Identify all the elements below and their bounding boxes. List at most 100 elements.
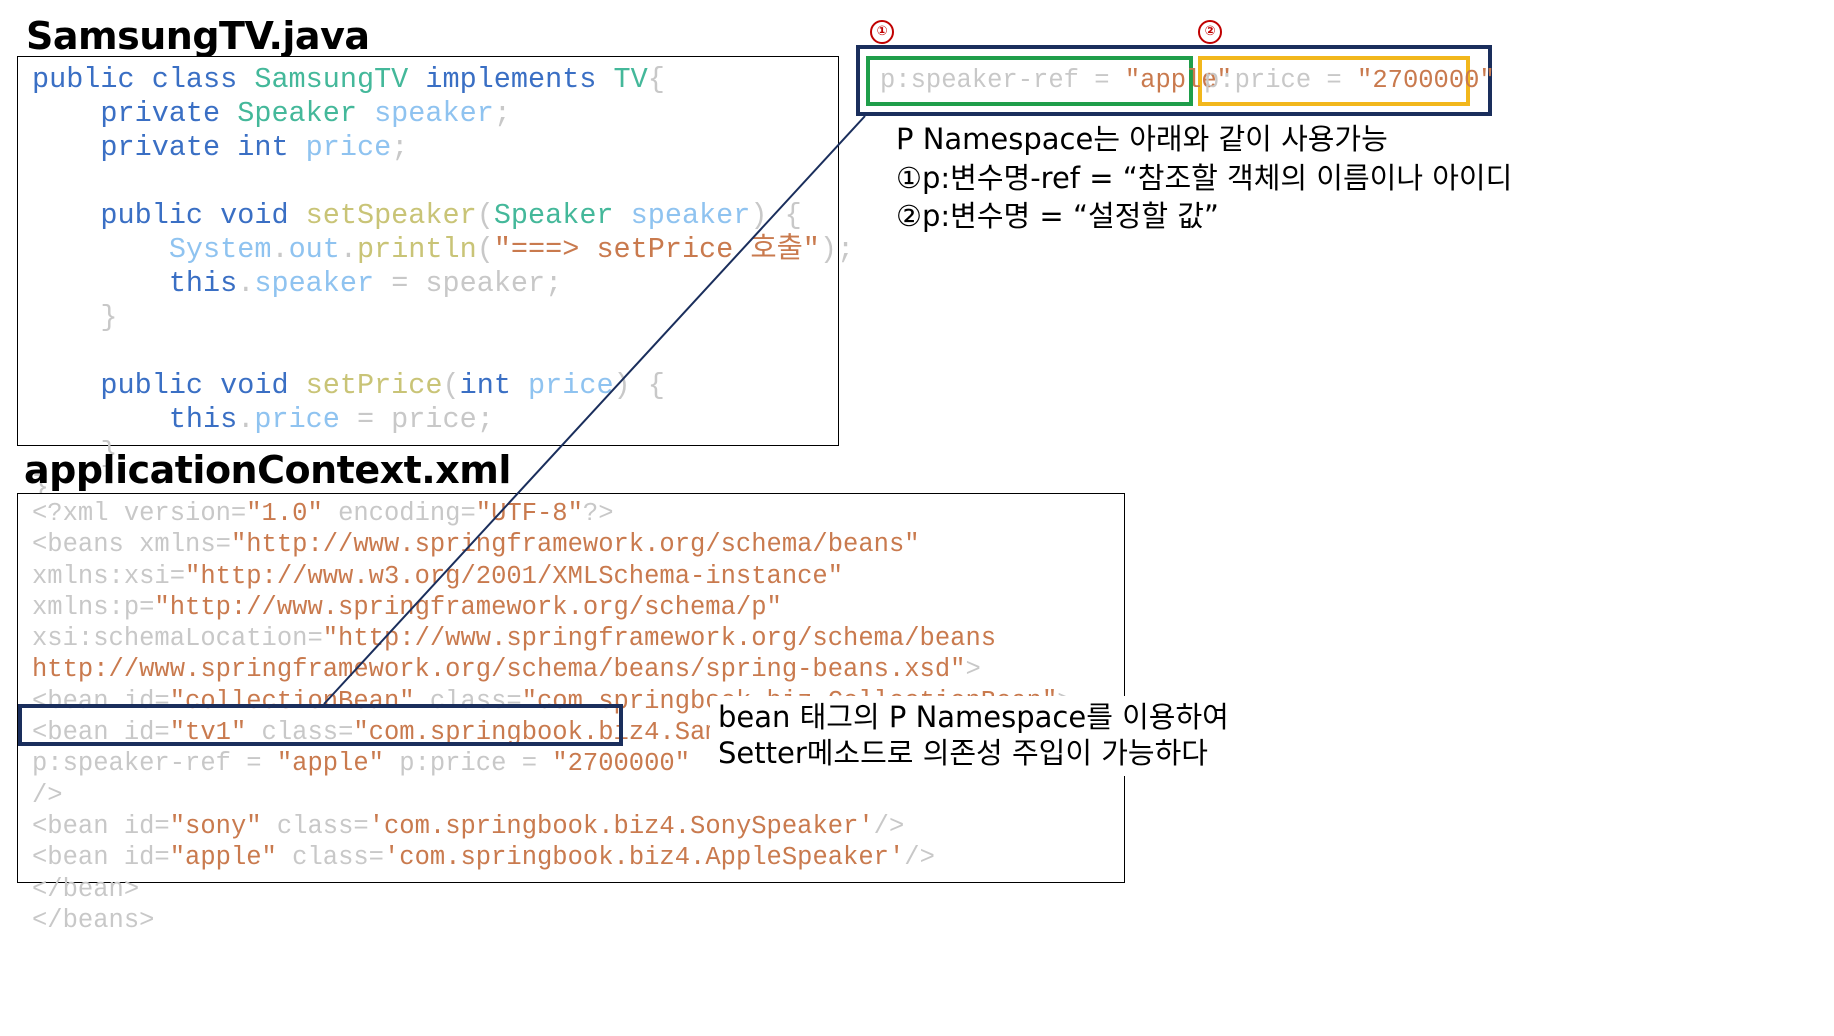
- code-token: }: [32, 437, 118, 470]
- code-token: System: [168, 233, 272, 266]
- code-token: "apple": [276, 749, 384, 779]
- code-token: [32, 335, 49, 368]
- code-token: this: [168, 403, 238, 436]
- marker-2-icon: ②: [1198, 20, 1222, 44]
- code-line: [32, 335, 854, 369]
- code-line: private int price;: [32, 131, 854, 165]
- code-token: (: [476, 199, 494, 232]
- code-token: [32, 267, 169, 300]
- code-token: (: [476, 233, 494, 266]
- code-line: <?xml version="1.0" encoding="UTF-8"?>: [32, 498, 1073, 529]
- code-line: public void setPrice(int price) {: [32, 369, 854, 403]
- code-token: price: [528, 369, 614, 402]
- note-line-1: bean 태그의 P Namespace를 이용하여: [718, 700, 1229, 734]
- code-token: p:price =: [383, 749, 553, 779]
- code-token: .: [339, 233, 357, 266]
- code-token: p:speaker-ref =: [32, 749, 277, 779]
- code-token: this: [168, 267, 238, 300]
- code-line: }: [32, 437, 854, 471]
- code-token: int: [459, 369, 529, 402]
- code-token: (: [442, 369, 460, 402]
- note-line-2: Setter메소드로 의존성 주입이 가능하다: [718, 736, 1208, 770]
- code-line: http://www.springframework.org/schema/be…: [32, 654, 1073, 685]
- code-token: xsi:schemaLocation=: [32, 624, 323, 654]
- code-token: />: [873, 811, 905, 841]
- code-token: class=: [276, 843, 384, 873]
- code-token: = speaker;: [374, 267, 563, 300]
- code-token: }: [32, 301, 118, 334]
- callout-ref-box: [866, 56, 1193, 106]
- callout-price-attr: p:price = "2700000": [1204, 66, 1495, 95]
- code-token: "http://www.w3.org/2001/XMLSchema-instan…: [185, 561, 844, 591]
- code-token: [32, 165, 49, 198]
- code-token: SamsungTV: [254, 63, 426, 96]
- code-token: />: [32, 780, 63, 810]
- code-token: ;: [493, 97, 511, 130]
- code-token: ;: [391, 131, 409, 164]
- code-token: void: [220, 369, 306, 402]
- code-token: speaker: [374, 97, 494, 130]
- code-line: private Speaker speaker;: [32, 97, 854, 131]
- ref-attr-value: "apple": [1124, 66, 1232, 95]
- price-attr-name: p:price =: [1204, 66, 1358, 95]
- code-token: public: [100, 369, 221, 402]
- explanation-line-1: P Namespace는 아래와 같이 사용가능: [896, 122, 1388, 156]
- code-token: [32, 233, 169, 266]
- code-token: out: [288, 233, 340, 266]
- code-token: );: [819, 233, 855, 266]
- code-token: "http://www.springframework.org/schema/b…: [230, 530, 920, 560]
- code-line: this.price = price;: [32, 403, 854, 437]
- code-token: private: [100, 97, 238, 130]
- code-token: "UTF-8": [475, 499, 583, 528]
- code-token: [32, 131, 100, 164]
- code-token: </beans>: [32, 905, 155, 935]
- java-code: public class SamsungTV implements TV{ pr…: [32, 63, 854, 505]
- code-line: xmlns:xsi="http://www.w3.org/2001/XMLSch…: [32, 561, 1073, 592]
- code-token: [32, 403, 169, 436]
- code-line: <bean id="sony" class='com.springbook.bi…: [32, 811, 1073, 842]
- code-line: this.speaker = speaker;: [32, 267, 854, 301]
- explanation-line-2: ①p:변수명-ref = “참조할 객체의 이름이나 아이디: [896, 161, 1513, 195]
- code-token: Speaker: [237, 97, 375, 130]
- xml-code-panel: <?xml version="1.0" encoding="UTF-8"?><b…: [17, 493, 1125, 935]
- code-line: xmlns:p="http://www.springframework.org/…: [32, 592, 1073, 623]
- price-attr-value: "2700000": [1357, 66, 1495, 95]
- code-token: implements: [425, 63, 614, 96]
- code-line: public void setSpeaker(Speaker speaker) …: [32, 199, 854, 233]
- code-token: [32, 199, 100, 232]
- code-token: <bean id=: [32, 843, 170, 873]
- code-token: speaker: [630, 199, 751, 232]
- code-line: <beans xmlns="http://www.springframework…: [32, 529, 1073, 560]
- code-token: "===> setPrice 호출": [493, 233, 820, 266]
- code-line: </bean>: [32, 874, 1073, 905]
- note-backdrop: [710, 696, 1270, 776]
- code-line: />: [32, 780, 1073, 811]
- code-token: ?>: [582, 499, 614, 528]
- java-code-panel: public class SamsungTV implements TV{ pr…: [17, 56, 854, 504]
- code-token: [32, 369, 100, 402]
- code-token: <beans xmlns=: [32, 530, 231, 560]
- code-token: .: [271, 233, 289, 266]
- code-token: <?xml version=: [32, 499, 247, 528]
- code-token: public: [100, 199, 221, 232]
- code-token: 'com.springbook.biz4.AppleSpeaker': [383, 843, 905, 873]
- code-token: "1.0": [246, 499, 323, 528]
- code-token: TV: [613, 63, 648, 96]
- code-token: public class: [32, 63, 255, 96]
- code-token: encoding=: [322, 499, 476, 528]
- code-token: "http://www.springframework.org/schema/p…: [154, 592, 782, 622]
- code-line: System.out.println("===> setPrice 호출");: [32, 233, 854, 267]
- code-token: "sony": [169, 811, 262, 841]
- code-token: speaker: [254, 267, 375, 300]
- code-token: http://www.springframework.org/schema/be…: [32, 655, 966, 685]
- code-token: private: [100, 131, 238, 164]
- code-token: "http://www.springframework.org/schema/b…: [322, 624, 997, 654]
- code-token: Speaker: [493, 199, 631, 232]
- code-token: setPrice: [305, 369, 443, 402]
- ref-attr-name: p:speaker-ref =: [880, 66, 1125, 95]
- code-token: />: [904, 843, 935, 873]
- code-token: price: [305, 131, 392, 164]
- code-token: >: [965, 655, 981, 685]
- code-line: }: [32, 301, 854, 335]
- code-line: </beans>: [32, 905, 1073, 936]
